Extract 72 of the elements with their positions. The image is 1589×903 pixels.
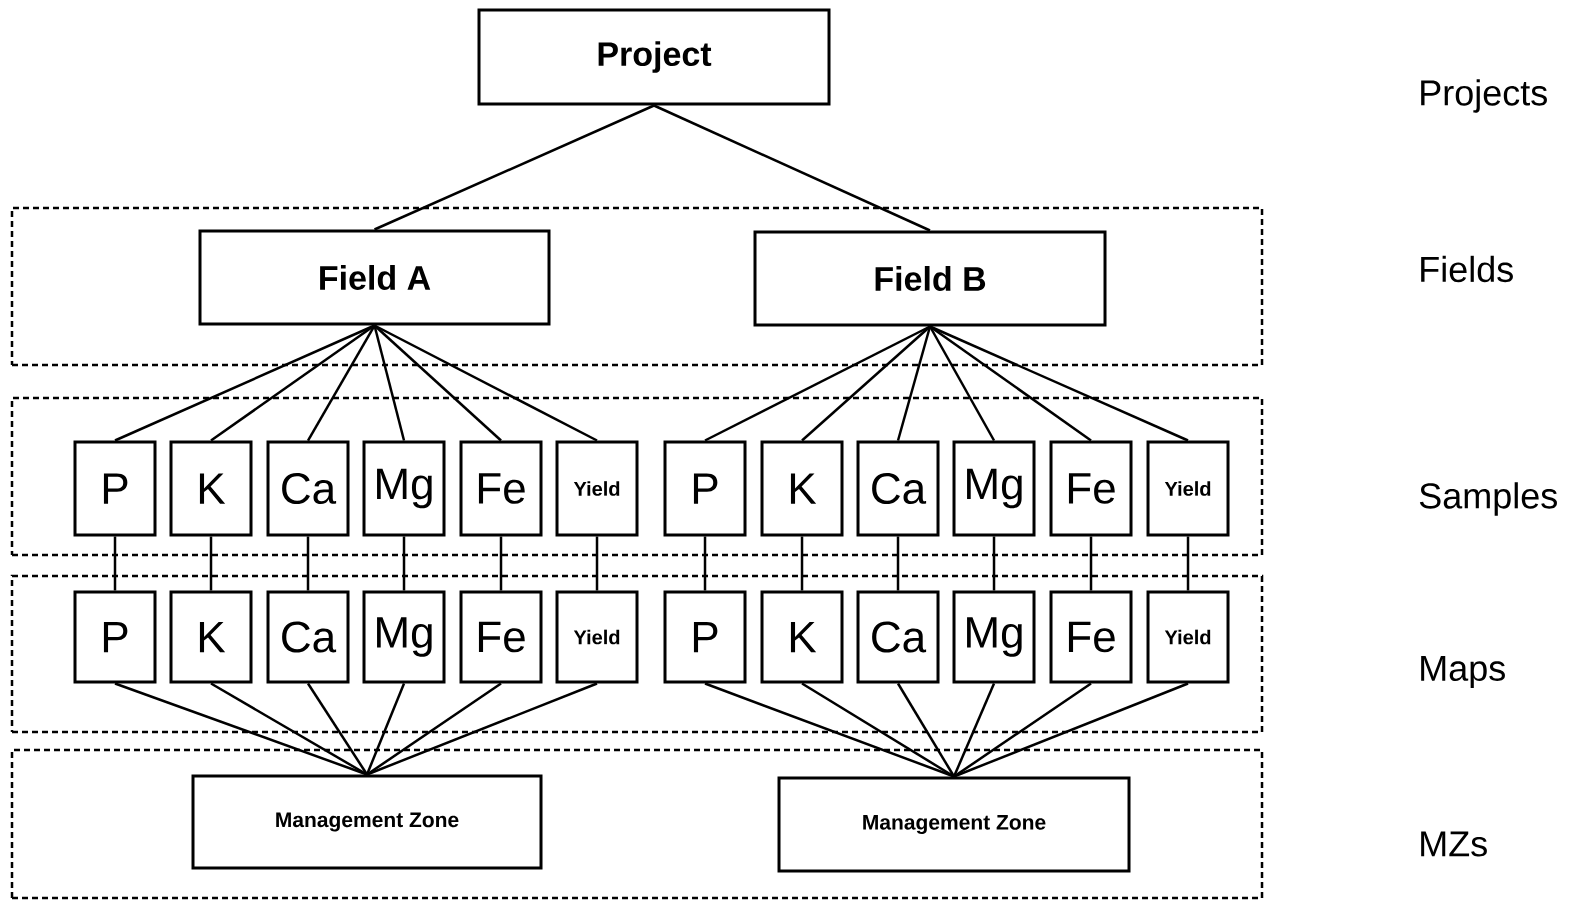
element-box: Mg xyxy=(952,440,1036,537)
connector-line xyxy=(209,536,213,591)
element-box: Ca xyxy=(266,590,350,684)
connector-line xyxy=(801,682,955,778)
connector-line xyxy=(929,325,1189,442)
zone-box: Management Zone xyxy=(777,776,1131,873)
connector-line xyxy=(306,324,376,442)
element-box: P xyxy=(663,440,747,537)
connector-line xyxy=(953,682,1189,778)
connector-line xyxy=(896,682,956,778)
connector-line xyxy=(800,536,804,591)
dashed-band xyxy=(10,574,1264,734)
element-box: Fe xyxy=(1049,590,1133,684)
connector-line xyxy=(704,325,931,442)
zone-box: Management Zone xyxy=(191,774,543,870)
connector-line xyxy=(896,536,900,591)
element-box: Yield xyxy=(555,440,639,537)
connector-line xyxy=(306,682,369,776)
element-box: K xyxy=(760,590,844,684)
level-label: Fields xyxy=(1421,255,1513,283)
level-label: Maps xyxy=(1421,655,1505,689)
connector-line xyxy=(1089,536,1093,591)
connector-line xyxy=(595,536,599,591)
connector-line xyxy=(1186,536,1190,591)
connector-line xyxy=(113,536,117,591)
dashed-band xyxy=(10,206,1264,367)
element-box: Yield xyxy=(1146,440,1230,537)
element-box: P xyxy=(73,440,157,537)
element-box: Ca xyxy=(266,440,350,537)
connector-line xyxy=(210,682,368,776)
element-box: Ca xyxy=(856,590,940,684)
element-box: Mg xyxy=(952,590,1036,684)
element-box: K xyxy=(169,590,253,684)
connector-line xyxy=(114,682,368,776)
connector-line xyxy=(366,682,502,776)
element-box: P xyxy=(73,590,157,684)
connector-line xyxy=(114,324,375,442)
connector-line xyxy=(928,325,996,442)
connector-line xyxy=(366,682,598,776)
dashed-band xyxy=(10,748,1264,900)
element-box: Fe xyxy=(459,440,543,537)
element-box: Yield xyxy=(1146,590,1230,684)
connector-line xyxy=(402,536,406,591)
connector-line xyxy=(801,325,931,442)
connector-line xyxy=(306,536,310,591)
element-box: Mg xyxy=(362,590,446,684)
entity-box: Field A xyxy=(198,229,551,326)
connector-line xyxy=(373,325,406,441)
dashed-band xyxy=(10,396,1264,557)
connector-line xyxy=(953,682,1092,778)
element-box: Fe xyxy=(459,590,543,684)
element-box: K xyxy=(169,440,253,537)
element-box: P xyxy=(663,590,747,684)
level-label: Projects xyxy=(1421,79,1547,113)
connector-line xyxy=(373,324,598,442)
connector-line xyxy=(373,324,502,442)
connector-line xyxy=(952,683,996,777)
element-box: K xyxy=(760,440,844,537)
element-box: Fe xyxy=(1049,440,1133,537)
connector-line xyxy=(499,536,503,591)
element-box: Ca xyxy=(856,440,940,537)
entity-box: Project xyxy=(477,8,831,106)
element-box: Mg xyxy=(362,440,446,537)
connector-line xyxy=(992,536,996,591)
connector-line xyxy=(704,682,955,778)
level-label: MZs xyxy=(1421,831,1487,857)
element-box: Yield xyxy=(555,590,639,684)
connector-line xyxy=(703,536,707,591)
connector-line xyxy=(365,683,406,775)
level-label: Samples xyxy=(1419,482,1557,516)
connector-line xyxy=(896,326,932,441)
entity-box: Field B xyxy=(753,230,1107,327)
